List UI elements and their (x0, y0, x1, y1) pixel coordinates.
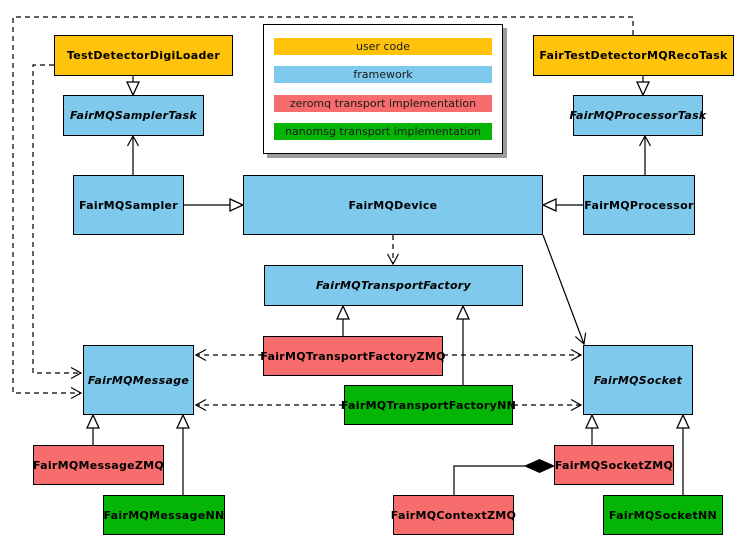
node-testdetectordigiloader: TestDetectorDigiLoader (54, 35, 233, 76)
edge-assoc-device-socket (542, 234, 587, 346)
legend-item-nanomsg: nanomsg transport implementation (274, 122, 492, 140)
node-fairmqsocketnn: FairMQSocketNN (603, 495, 723, 535)
node-fairmqdevice: FairMQDevice (243, 175, 543, 235)
legend: user code framework zeromq transport imp… (263, 24, 503, 154)
legend-item-user-code: user code (274, 38, 492, 55)
node-fairmqmessagezmq: FairMQMessageZMQ (33, 445, 164, 485)
node-fairmqprocessor: FairMQProcessor (583, 175, 695, 235)
node-fairmqmessage: FairMQMessage (83, 345, 194, 415)
node-fairmqsocketzmq: FairMQSocketZMQ (554, 445, 674, 485)
composition-diamond (523, 458, 556, 474)
node-fairmqsocket: FairMQSocket (583, 345, 693, 415)
node-fairmqtransportfactory: FairMQTransportFactory (264, 265, 523, 306)
node-fairmqprocessortask: FairMQProcessorTask (569, 95, 706, 136)
legend-item-zeromq: zeromq transport implementation (274, 94, 492, 112)
node-fairmqcontextzmq: FairMQContextZMQ (391, 495, 516, 535)
node-fairmqmessagenn: FairMQMessageNN (103, 495, 225, 535)
edge-comp-contextzmq-socketzmq (453, 465, 525, 495)
node-fairmqtransportfactoryzmq: FairMQTransportFactoryZMQ (260, 336, 445, 376)
node-fairtestdetectormqrecotask: FairTestDetectorMQRecoTask (533, 35, 734, 76)
edge-dep-recotask-message (12, 16, 634, 400)
edge-dep-digiloader-message (32, 64, 83, 380)
node-fairmqsamplertask: FairMQSamplerTask (63, 95, 204, 136)
legend-item-framework: framework (274, 66, 492, 84)
node-fairmqsampler: FairMQSampler (73, 175, 184, 235)
node-fairmqtransportfactorynn: FairMQTransportFactoryNN (341, 385, 516, 425)
